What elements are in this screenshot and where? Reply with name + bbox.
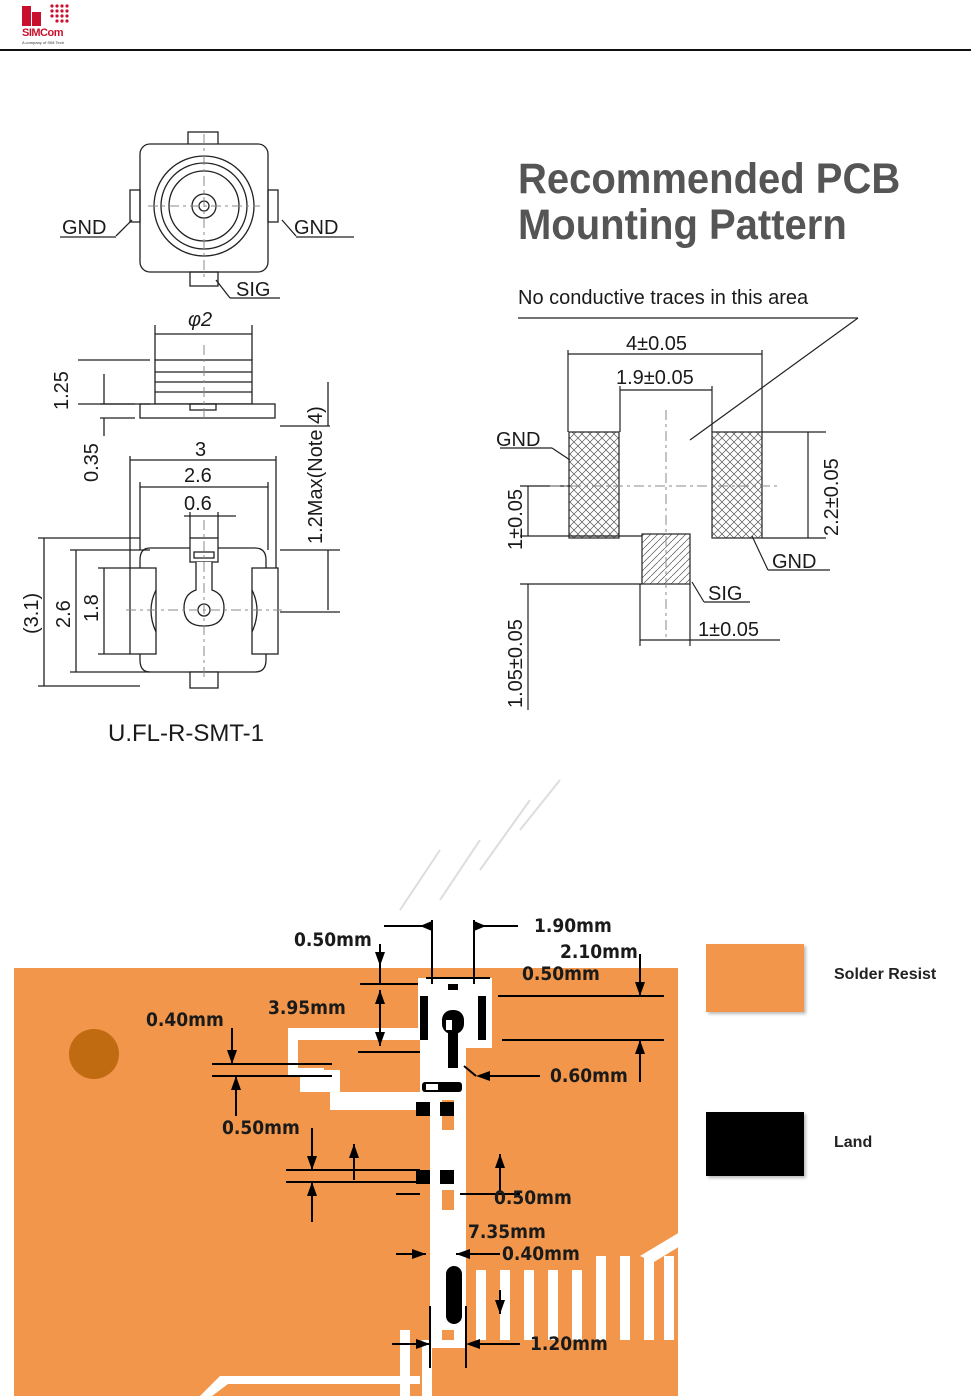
- width-3-label: 3: [195, 439, 206, 461]
- no-trace-note: No conductive traces in this area: [518, 287, 809, 309]
- pattern-height-105-label: 1.05±0.05: [505, 619, 527, 708]
- model-name: U.FL-R-SMT-1: [108, 720, 264, 747]
- dim-120: 1.20mm: [530, 1333, 608, 1355]
- pattern-width-19-label: 1.9±0.05: [616, 367, 694, 389]
- pattern-width-4-label: 4±0.05: [626, 333, 687, 355]
- pcb-layout: 0.50mm 1.90mm 2.10mm 0.50mm 3.95mm 0.40m…: [14, 779, 690, 1396]
- legend-solder-resist-swatch: [706, 944, 804, 1012]
- legend-solder-resist-label: Solder Resist: [834, 966, 937, 983]
- pattern-title-line2: Mounting Pattern: [518, 201, 847, 249]
- height-26-label: 2.6: [53, 600, 75, 628]
- dim-040-mid: 0.40mm: [502, 1243, 580, 1265]
- dim-735: 7.35mm: [468, 1221, 546, 1243]
- dim-210: 2.10mm: [560, 941, 638, 963]
- width-26-label: 2.6: [184, 465, 212, 487]
- dim-050-right: 0.50mm: [522, 963, 600, 985]
- watermark: [399, 779, 561, 911]
- dim-050-left: 0.50mm: [222, 1117, 300, 1139]
- dim-050-mid: 0.50mm: [494, 1187, 572, 1209]
- pattern-drawing: 4±0.05 1.9±0.05 GND GND SIG 1±0.05 2.2±0…: [496, 317, 859, 710]
- height-31-label: (3.1): [21, 593, 43, 634]
- legend-land-label: Land: [834, 1134, 873, 1151]
- pattern-sig-label: SIG: [708, 583, 742, 605]
- height-035-label: 0.35: [81, 443, 103, 482]
- dim-395: 3.95mm: [268, 997, 346, 1019]
- width-06-label: 0.6: [184, 493, 212, 515]
- pattern-height-1-label: 1±0.05: [505, 489, 527, 550]
- logo-text: SIMCom: [22, 27, 64, 39]
- max-height-label: 1.2Max(Note 4): [305, 406, 327, 544]
- connector-drawing: GND GND SIG φ2 1.25 0.35 1.2Max(Note 4) …: [21, 131, 354, 689]
- pattern-title: Recommended PCB Mounting Pattern: [518, 156, 900, 248]
- pattern-gnd-left-label: GND: [496, 429, 540, 451]
- dim-060: 0.60mm: [550, 1065, 628, 1087]
- pattern-gnd-right-label: GND: [772, 551, 816, 573]
- pattern-title-line1: Recommended PCB: [518, 155, 901, 203]
- height-125-label: 1.25: [51, 371, 73, 410]
- gnd-right-label: GND: [294, 217, 338, 239]
- simcom-logo-icon: [22, 4, 69, 26]
- dim-040-left: 0.40mm: [146, 1009, 224, 1031]
- dim-050-top: 0.50mm: [294, 929, 372, 951]
- gnd-left-label: GND: [62, 217, 106, 239]
- height-18-label: 1.8: [81, 594, 103, 622]
- legend-land-swatch: [706, 1112, 804, 1176]
- pattern-height-22-label: 2.2±0.05: [821, 458, 843, 536]
- page-header: SIMCom A company of SIM Tech: [0, 0, 971, 52]
- diameter-label: φ2: [188, 309, 212, 331]
- header-rule: [0, 49, 971, 51]
- logo-subtitle: A company of SIM Tech: [22, 40, 64, 45]
- via-dot: [69, 1029, 119, 1079]
- pattern-width-1-label: 1±0.05: [698, 619, 759, 641]
- dim-190: 1.90mm: [534, 915, 612, 937]
- sig-label: SIG: [236, 279, 270, 301]
